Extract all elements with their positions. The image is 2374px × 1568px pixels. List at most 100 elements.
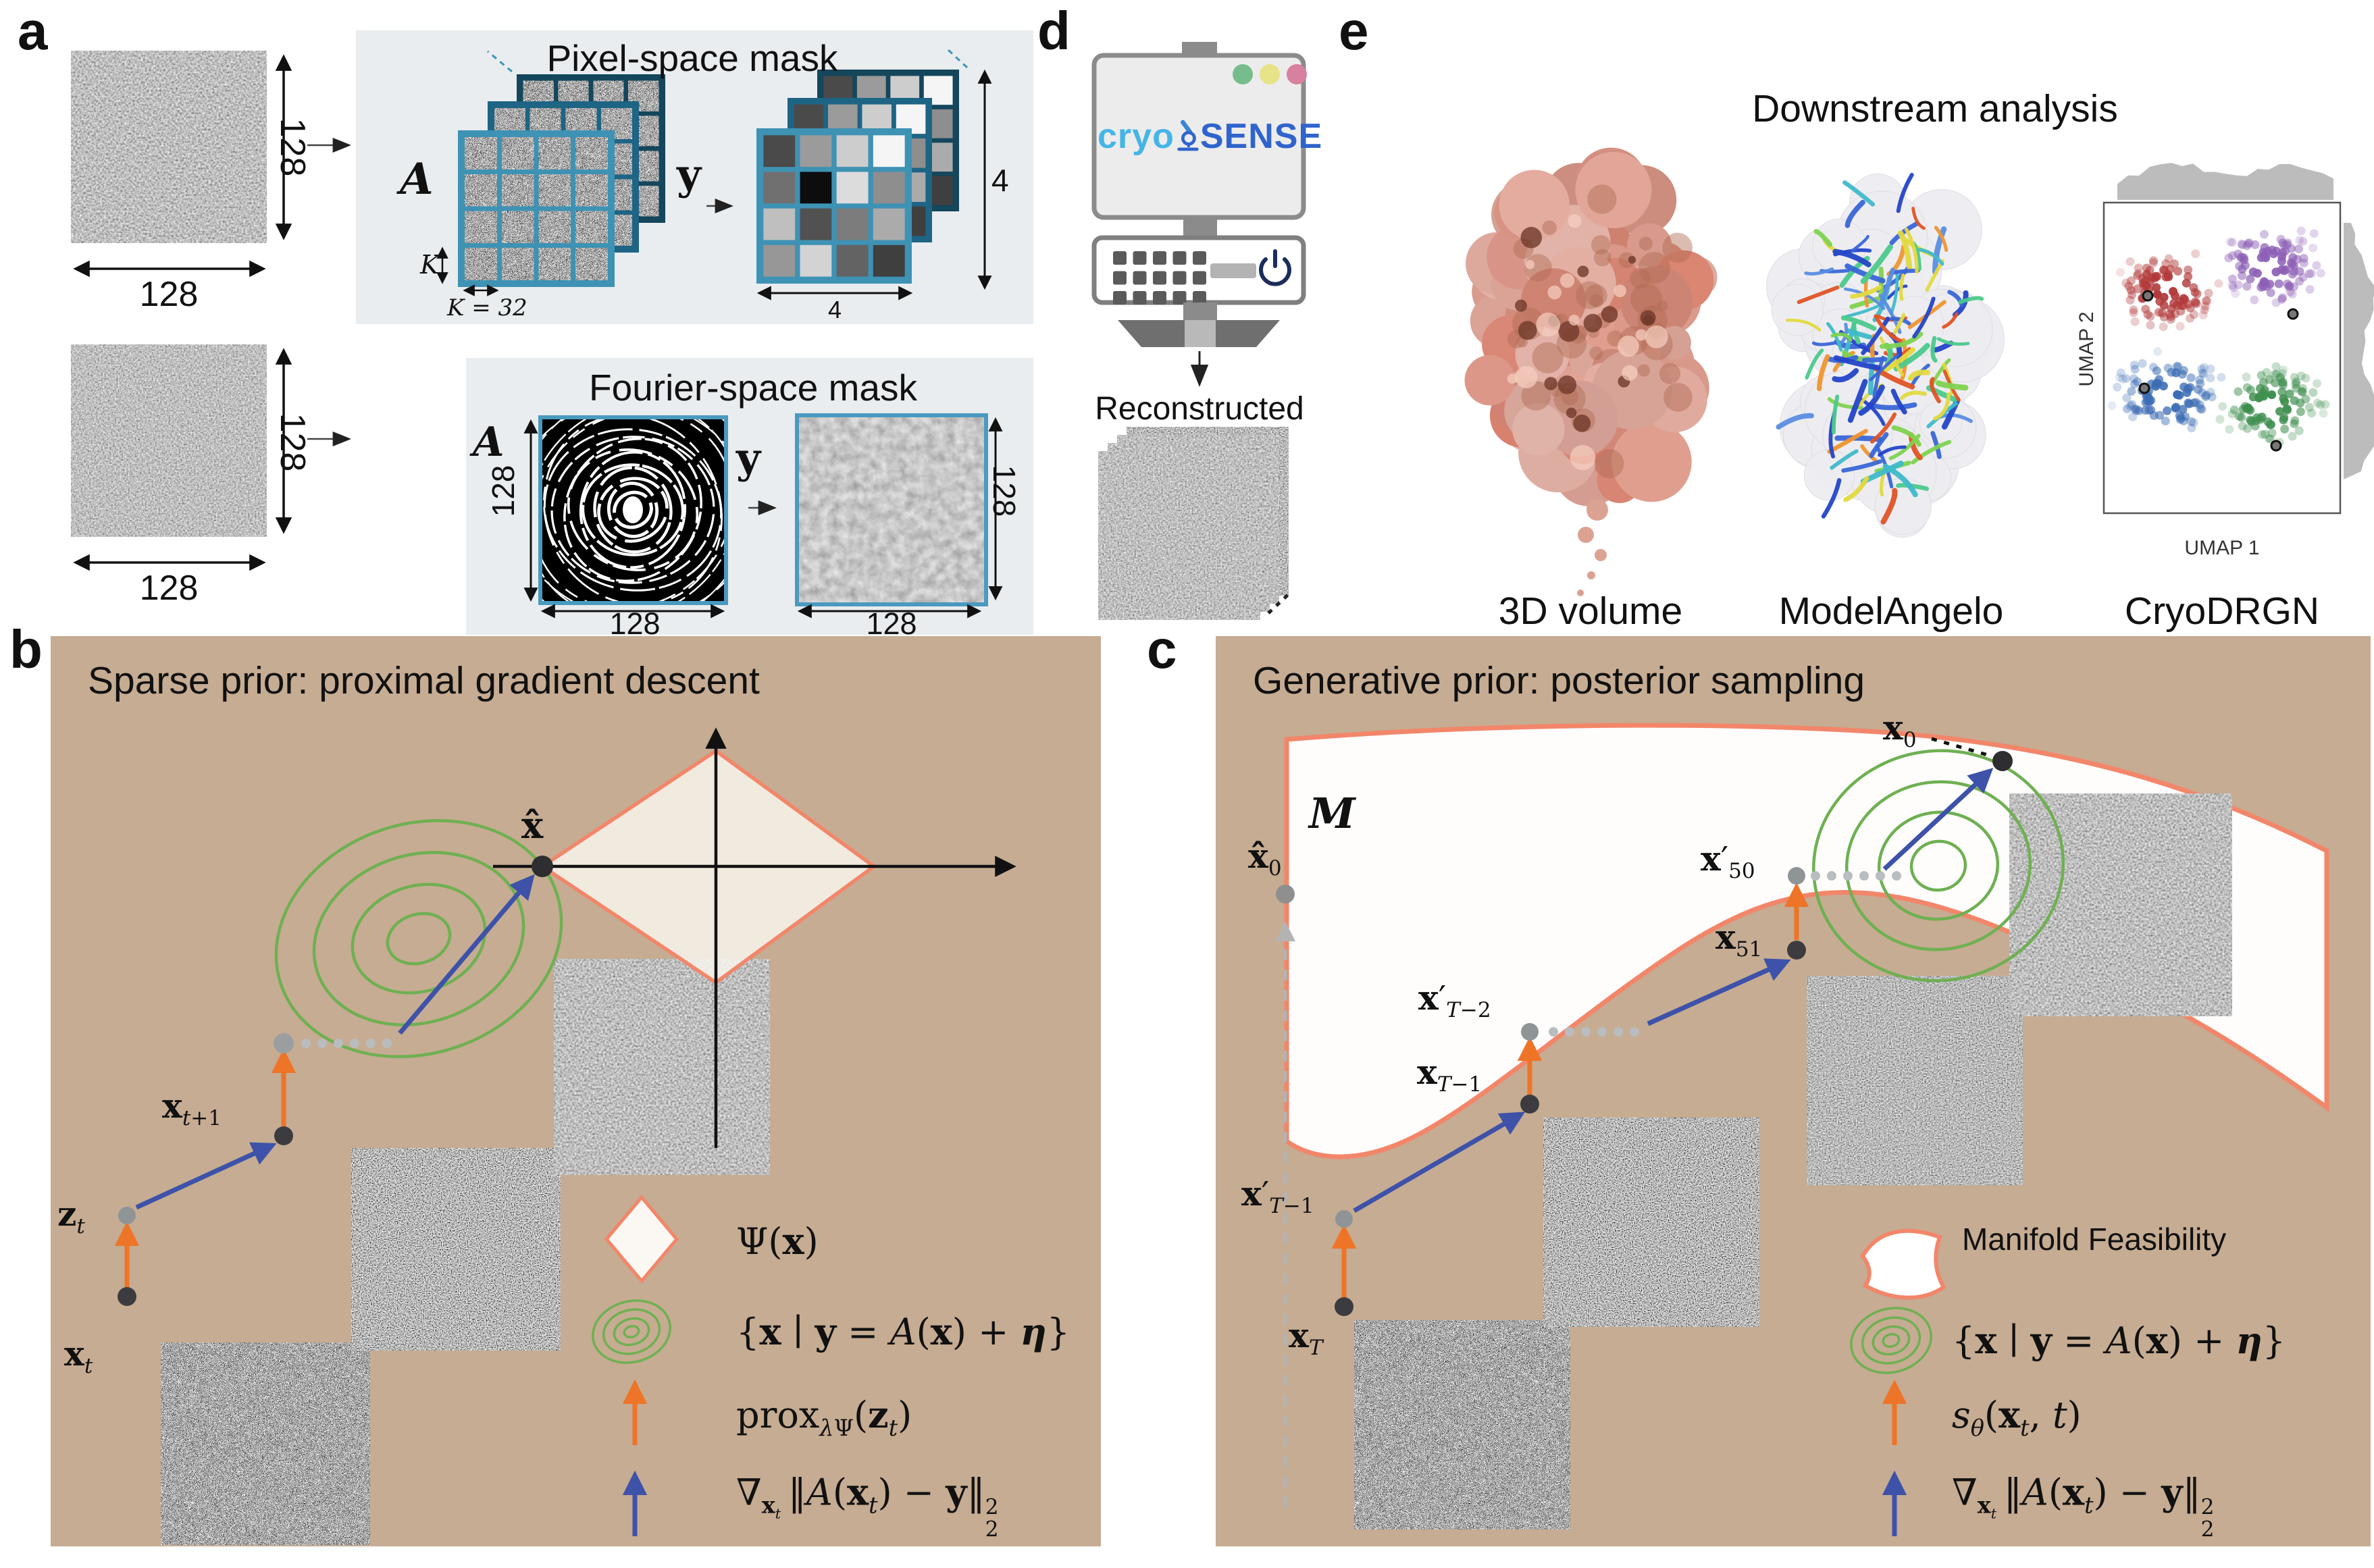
noise-image-mid1 <box>1543 1118 1759 1327</box>
legend-prox: proxλΨ(zt) <box>736 1393 912 1441</box>
noise-image-mid2 <box>1807 976 2023 1185</box>
noise-image-mid <box>351 1148 561 1351</box>
measurement-label: y <box>736 434 761 483</box>
panel-d-graphics <box>1091 42 1307 620</box>
level-set-icon <box>1850 1307 1932 1374</box>
point-x-t1 <box>274 1126 293 1145</box>
manifold-icon <box>1860 1228 1947 1300</box>
point-x-t <box>118 1287 136 1306</box>
operator-label: A <box>400 154 434 205</box>
legend-score: sθ(xt, t) <box>1952 1393 2082 1441</box>
x0-dotted-link <box>1931 737 1993 758</box>
x-51-label: x51 <box>1715 917 1763 962</box>
pixel-mask-title: Pixel-space mask <box>546 37 838 79</box>
micrograph-2 <box>71 344 267 537</box>
gradient-step-arrow <box>1647 958 1791 1026</box>
x-hat-label: x̂ <box>521 804 544 847</box>
point-x-T <box>1335 1297 1353 1316</box>
point-x-hat <box>532 856 553 877</box>
panel-e-graphics <box>1464 147 2374 596</box>
base-slot <box>1185 320 1216 347</box>
x-hat-0-label: x̂0 <box>1248 836 1282 881</box>
cryodrgn-label: CryoDRGN <box>2124 590 2320 633</box>
modelangelo-label: ModelAngelo <box>1778 590 2004 633</box>
point-x-50-prime <box>1788 867 1805 885</box>
green-dot-icon <box>1233 64 1253 84</box>
logo-suffix: SENSE <box>1199 117 1323 156</box>
k-value-label: K = 32 <box>447 294 527 321</box>
legend-level-set: {x ∣ y = A(x) + η} <box>736 1310 1070 1353</box>
panel-a-graphics <box>71 49 1003 619</box>
z-t-label: zt <box>57 1194 85 1238</box>
diamond-icon <box>604 1195 679 1284</box>
level-set-icon <box>592 1299 671 1364</box>
x-50-prime-label: x′50 <box>1701 839 1755 883</box>
panel-b-title: Sparse prior: proximal gradient descent <box>88 659 760 702</box>
downstream-title: Downstream analysis <box>1752 87 2118 130</box>
panel-a-label: a <box>18 1 48 61</box>
k-label: K <box>420 250 440 280</box>
mask-grid-front <box>458 130 615 287</box>
data-consistency-contours <box>274 818 563 1059</box>
panel-c-title: Generative prior: posterior sampling <box>1253 659 1865 702</box>
fourier-out-height-label: 128 <box>987 465 1022 517</box>
fourier-mask-title: Fourier-space mask <box>589 367 917 409</box>
out-height-label: 4 <box>991 163 1009 198</box>
manifold-m-label: M <box>1309 789 1356 838</box>
panel-b-label: b <box>9 619 43 679</box>
monitor-stand <box>1183 217 1217 238</box>
legend-manifold: Manifold Feasibility <box>1962 1222 2227 1257</box>
point-x-0 <box>1992 751 2013 771</box>
fourier-out-width-label: 128 <box>866 606 917 641</box>
iteration-dots <box>1811 871 1901 881</box>
point-x-T1-prime <box>1335 1210 1353 1228</box>
umap-y-axis-label: UMAP 2 <box>2075 311 2098 387</box>
micro1-width-label: 128 <box>139 275 199 314</box>
x-t1-label: xt+1 <box>162 1086 222 1130</box>
power-icon <box>1259 249 1291 286</box>
pink-dot-icon <box>1287 64 1307 84</box>
iteration-dots <box>301 1039 392 1048</box>
micrograph-1 <box>71 51 267 243</box>
operator-label: A <box>473 419 505 466</box>
point-intermediate <box>274 1033 294 1053</box>
fourier-mask-width-label: 128 <box>609 606 661 641</box>
panel-d-label: d <box>1037 1 1070 61</box>
point-x-51 <box>1787 941 1806 960</box>
micro2-height-label: 128 <box>273 413 312 472</box>
panel-c-label: c <box>1147 619 1177 679</box>
umap-x-axis-label: UMAP 1 <box>2184 537 2260 559</box>
stack-hint-line <box>487 50 513 73</box>
gradient-step-arrow <box>1353 1112 1526 1213</box>
panel-b-graphics <box>114 727 1016 1545</box>
out-width-label: 4 <box>827 296 842 323</box>
volume-label: 3D volume <box>1498 590 1683 633</box>
fourier-mask-image <box>540 417 726 603</box>
panel-e-label: e <box>1339 1 1369 61</box>
legend-psi: Ψ(x) <box>736 1220 819 1263</box>
noise-image-xt <box>161 1342 370 1545</box>
iteration-dots <box>1549 1027 1639 1037</box>
y-grid-front <box>756 128 912 284</box>
point-x-T1 <box>1520 1095 1539 1114</box>
x-T-label: xT <box>1289 1315 1323 1360</box>
x-T1-label: xT−1 <box>1417 1052 1482 1097</box>
keyboard-grid <box>1113 251 1206 305</box>
modelangelo-image <box>1766 172 2005 538</box>
fourier-measurement-image <box>797 415 986 604</box>
fourier-mask-frame <box>538 415 728 605</box>
noise-image-clean <box>554 959 770 1175</box>
reconstructed-label: Reconstructed <box>1095 391 1304 427</box>
micro1-height-label: 128 <box>273 117 312 177</box>
measurement-label: y <box>677 150 702 199</box>
point-z-t <box>118 1207 136 1224</box>
legend-level-set: {x ∣ y = A(x) + η} <box>1952 1319 2286 1362</box>
gradient-step-arrow <box>398 874 535 1035</box>
x-0-label: x0 <box>1883 708 1917 752</box>
micro2-width-label: 128 <box>139 569 199 608</box>
gradient-step-arrow <box>1882 768 1994 871</box>
disk-slot <box>1210 263 1256 278</box>
stack-hint-line <box>947 49 969 69</box>
